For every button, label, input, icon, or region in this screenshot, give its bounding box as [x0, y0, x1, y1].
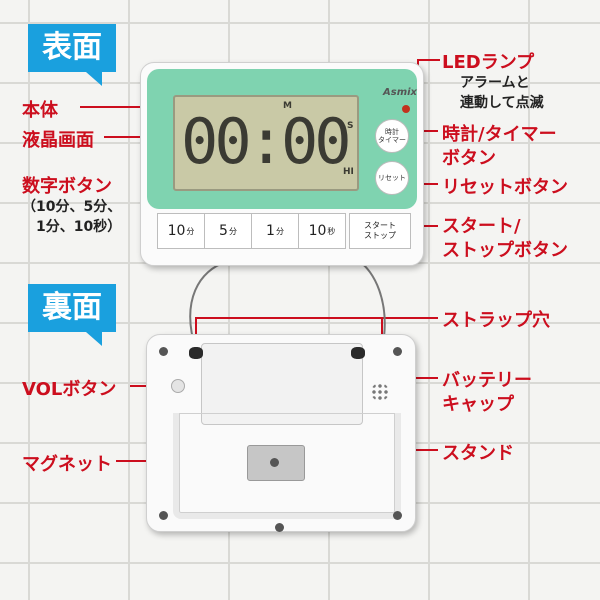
label-led-sub1: アラームと [460, 75, 530, 91]
start-stop-button[interactable]: スタート ストップ [349, 213, 411, 249]
label-number-buttons-sub2: 1分、10秒） [36, 219, 122, 235]
label-strap-hole: ストラップ穴 [442, 310, 550, 331]
screw-icon [393, 511, 402, 520]
key-10min-num: 10 [167, 223, 186, 239]
key-5min-unit: 分 [228, 226, 237, 236]
lcd-digits: 00:00 [181, 105, 352, 178]
brand-logo: Asmix [383, 87, 417, 98]
screw-icon [159, 511, 168, 520]
label-battery-cap-2: キャップ [442, 394, 514, 415]
battery-cap[interactable] [201, 343, 363, 425]
lcd-mark-s: S [347, 121, 354, 131]
lcd-mark-hi: HI [343, 167, 354, 177]
label-reset-button: リセットボタン [442, 177, 568, 198]
label-body: 本体 [22, 100, 58, 121]
label-clock-timer-2: ボタン [442, 148, 496, 169]
key-10min-unit: 分 [186, 226, 195, 236]
label-led-sub2: 連動して点滅 [460, 95, 544, 111]
lcd-mark-m: M [283, 101, 292, 111]
key-10sec-unit: 秒 [327, 226, 336, 236]
label-vol-button: VOLボタン [22, 379, 117, 400]
screw-icon [275, 523, 284, 532]
front-face: 00:00 M S HI Asmix 時計 タイマー リセット [147, 69, 417, 209]
screw-icon [393, 347, 402, 356]
label-led-lamp: LEDランプ [442, 52, 535, 73]
label-battery-cap-1: バッテリー [442, 370, 532, 391]
reset-button[interactable]: リセット [375, 161, 409, 195]
key-1min-unit: 分 [275, 226, 284, 236]
label-start-stop-1: スタート/ [442, 216, 521, 237]
screw-icon [159, 347, 168, 356]
label-number-buttons: 数字ボタン [22, 176, 112, 197]
magnet [247, 445, 305, 481]
front-tag: 表面 [28, 24, 116, 86]
stand[interactable] [173, 413, 401, 519]
clock-timer-button[interactable]: 時計 タイマー [375, 119, 409, 153]
speaker-icon [371, 383, 389, 401]
magnet-screw-icon [270, 458, 279, 467]
key-10sec-num: 10 [308, 223, 327, 239]
back-device [146, 334, 416, 532]
vol-button[interactable] [171, 379, 185, 393]
strap-knot-right [351, 347, 365, 359]
led-lamp-icon [402, 105, 410, 113]
lcd-screen: 00:00 M S HI [173, 95, 359, 191]
label-clock-timer-1: 時計/タイマー [442, 124, 557, 145]
label-number-buttons-sub1: （10分、5分、 [22, 199, 122, 215]
key-5min-num: 5 [219, 223, 228, 239]
label-start-stop-2: ストップボタン [442, 240, 568, 261]
strap-knot-left [189, 347, 203, 359]
label-lcd-screen: 液晶画面 [22, 130, 94, 151]
label-stand: スタンド [442, 443, 514, 464]
key-1min-num: 1 [266, 223, 275, 239]
back-tag: 裏面 [28, 284, 116, 346]
label-magnet: マグネット [22, 454, 112, 475]
